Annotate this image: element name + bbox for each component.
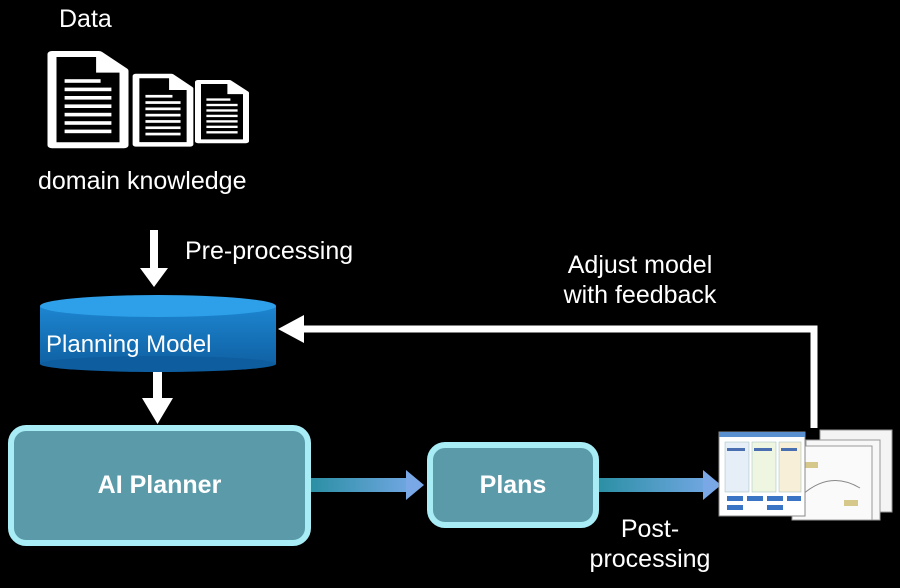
plans-to-output-arrow bbox=[597, 470, 721, 500]
feedback-label: Adjust model with feedback bbox=[540, 250, 740, 310]
plans-box: Plans bbox=[427, 442, 599, 528]
ai-planner-label: AI Planner bbox=[97, 471, 222, 499]
planning-model-label: Planning Model bbox=[46, 331, 212, 358]
data-label: Data bbox=[59, 5, 112, 33]
planner-to-plans-arrow bbox=[310, 470, 424, 500]
model-to-planner-arrow bbox=[142, 366, 173, 424]
feedback-label-line2: with feedback bbox=[563, 281, 717, 309]
pre-processing-arrow bbox=[140, 230, 168, 287]
pre-processing-label: Pre-processing bbox=[185, 237, 354, 265]
post-processing-line2: processing bbox=[589, 545, 711, 573]
post-processing-line1: Post- bbox=[620, 515, 680, 543]
ai-planner-box: AI Planner bbox=[8, 425, 311, 546]
plans-label: Plans bbox=[479, 470, 547, 499]
domain-knowledge-label: domain knowledge bbox=[38, 167, 247, 195]
post-processing-label: Post- processing bbox=[570, 514, 730, 574]
plan-screen-front bbox=[718, 431, 806, 517]
feedback-arrow bbox=[278, 315, 818, 428]
feedback-label-line1: Adjust model bbox=[567, 251, 713, 279]
